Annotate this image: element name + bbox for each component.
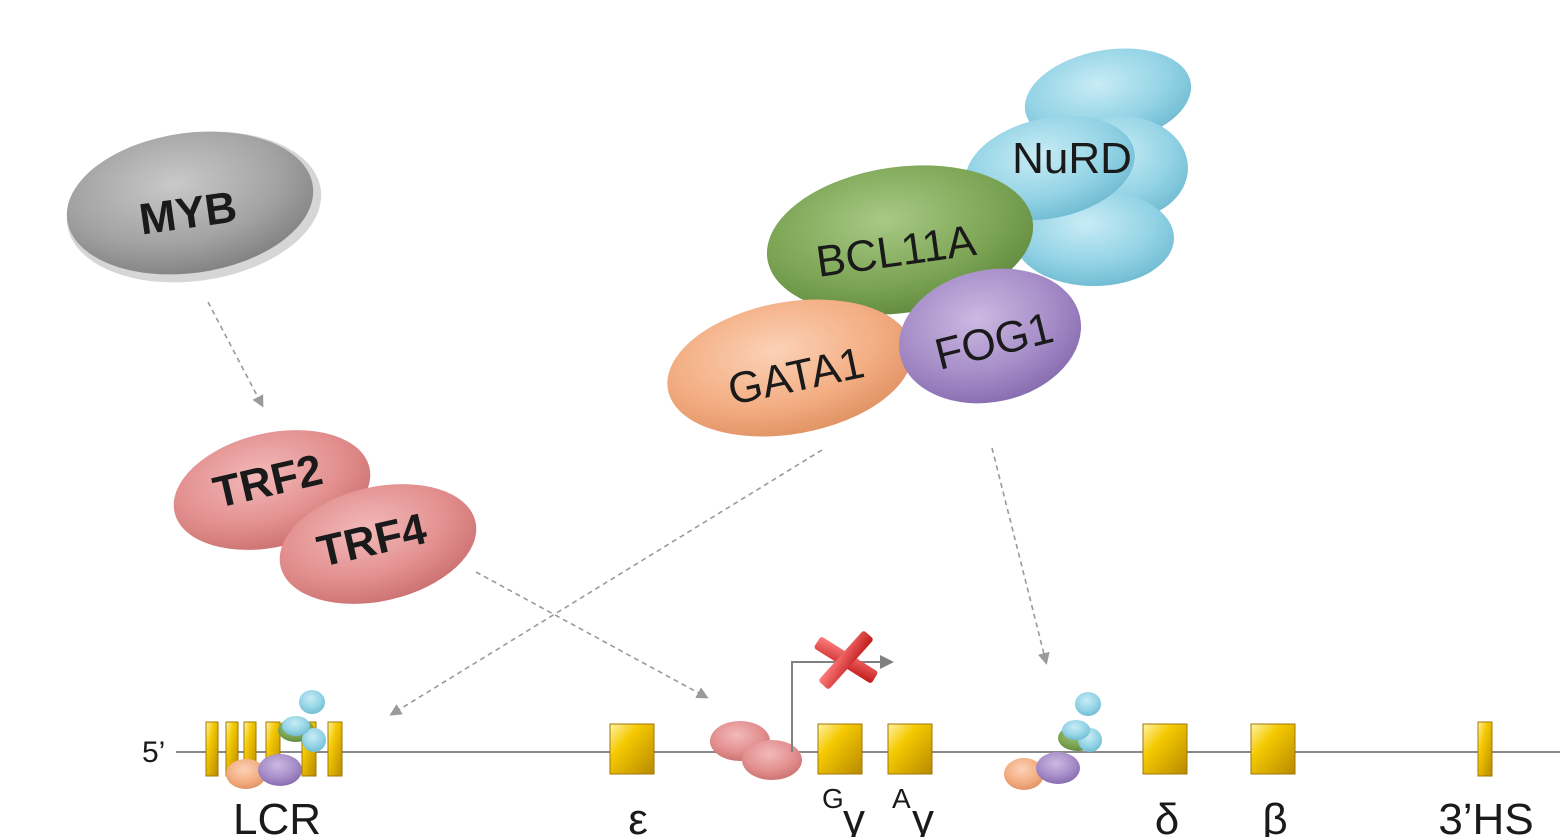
delta-bound-complex (1004, 692, 1102, 790)
a-gamma-label: A γ (892, 783, 934, 837)
fog1-protein: FOG1 (898, 268, 1082, 404)
gata1-protein: GATA1 (667, 299, 913, 437)
regulatory-arrows (207, 301, 1050, 716)
arrow-myb-to-trf (207, 301, 264, 408)
a-gamma-sup: A (892, 783, 911, 814)
g-gamma-label: G γ (822, 783, 865, 837)
g-gamma-sup: G (822, 783, 844, 814)
arrow-complex-to-lcr (389, 449, 823, 716)
lcr-label: LCR (233, 795, 321, 837)
arrow-trf-to-gamma (475, 571, 709, 699)
beta-label: β (1262, 795, 1287, 837)
trf4-protein: TRF4 (279, 484, 477, 604)
globin-locus: 5’ LCR ε (142, 631, 1560, 837)
epsilon-label: ε (628, 795, 648, 837)
five-prime-label: 5’ (142, 736, 165, 769)
myb-protein: MYB (66, 131, 322, 283)
delta-label: δ (1155, 795, 1180, 837)
lcr-site (327, 721, 343, 777)
lcr-site (205, 721, 219, 777)
three-hs-site (1477, 721, 1493, 777)
lcr-bound-complex (226, 690, 326, 789)
epsilon-gene (609, 723, 655, 775)
trf-bound-complex (710, 721, 802, 780)
nurd-label: NuRD (1012, 134, 1132, 183)
repressor-complex: NuRD BCL11A GATA1 FOG1 (667, 48, 1192, 437)
a-gamma-gene (887, 723, 933, 775)
a-gamma-symbol: γ (912, 795, 934, 837)
g-gamma-gene (817, 723, 863, 775)
beta-gene (1250, 723, 1296, 775)
g-gamma-symbol: γ (843, 795, 865, 837)
delta-gene (1142, 723, 1188, 775)
three-hs-label: 3’HS (1438, 795, 1533, 837)
arrow-complex-to-delta (991, 447, 1050, 665)
repression-x-icon (814, 631, 878, 689)
